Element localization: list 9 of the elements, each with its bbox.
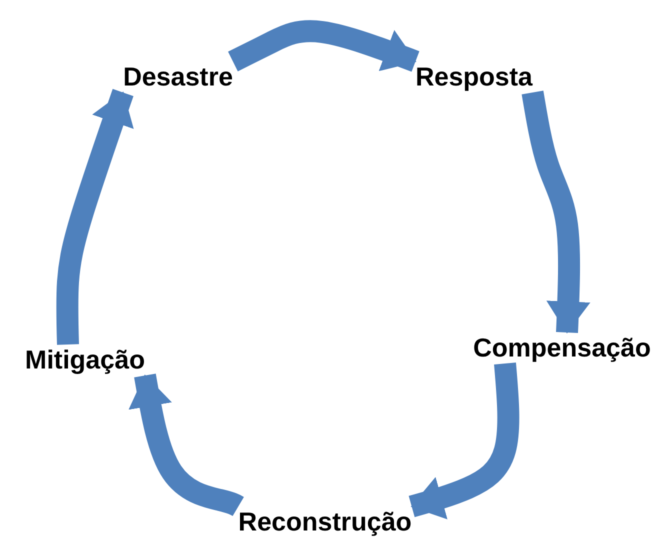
cycle-stage-label: Desastre [123,62,233,92]
cycle-stage-label: Reconstrução [238,506,412,538]
curved-arrow [522,90,590,334]
curved-arrow [228,20,420,72]
curved-arrow [408,362,520,520]
cycle-stage-label: Mitigação [25,344,145,376]
cycle-stage-label: Resposta [415,62,533,92]
cycle-stage-label: Compensação [473,332,651,364]
curved-arrow [56,88,134,345]
